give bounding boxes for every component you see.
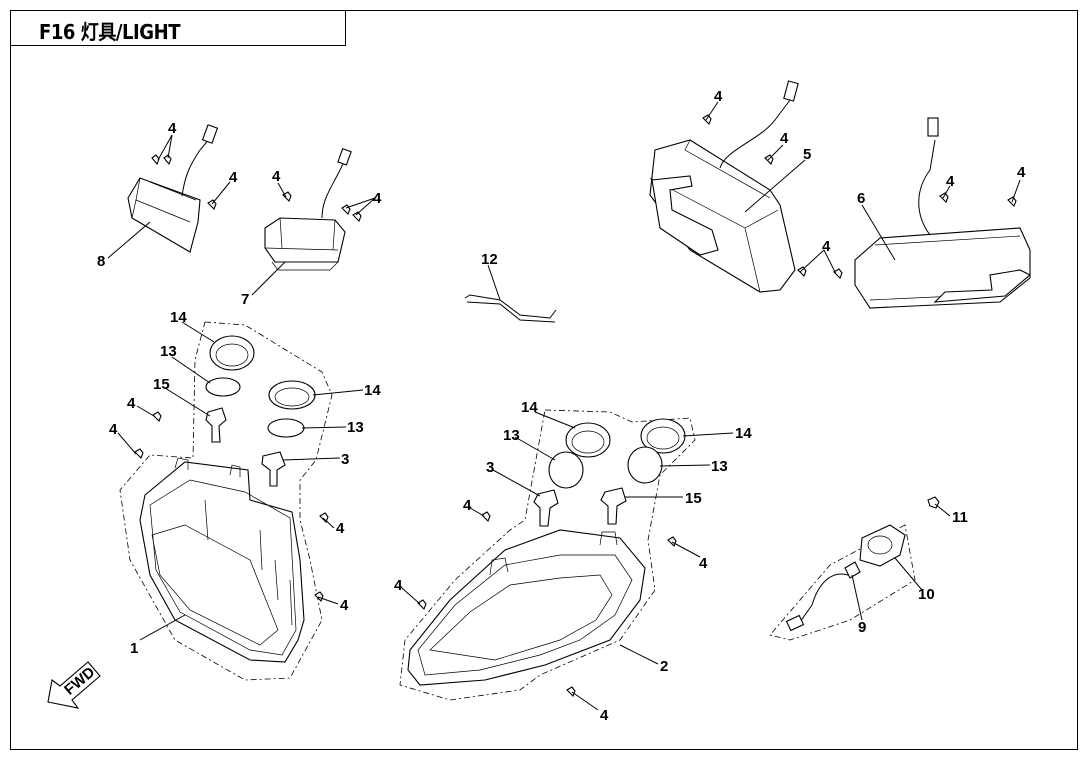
callout-2: 2: [660, 658, 668, 675]
part-8-light: [127, 124, 219, 253]
part-6-headlight: [833, 117, 1031, 309]
callout-13: 13: [711, 458, 728, 475]
fwd-arrow: FWD: [47, 661, 101, 709]
callout-6: 6: [857, 190, 865, 207]
callout-4: 4: [229, 169, 238, 186]
callout-5: 5: [803, 146, 811, 163]
part-12-bracket: [464, 294, 557, 323]
callout-14: 14: [521, 399, 538, 416]
callout-3: 3: [341, 451, 349, 468]
callout-4: 4: [463, 497, 472, 514]
drawing-frame: [10, 10, 1078, 750]
callout-4: 4: [394, 577, 403, 594]
callout-4: 4: [600, 707, 609, 724]
callout-4: 4: [822, 238, 831, 255]
callout-15: 15: [685, 490, 702, 507]
part-1-headlight-assembly: [119, 321, 333, 681]
callout-4: 4: [780, 130, 789, 147]
leader-lines: [107, 101, 1021, 711]
callout-11: 11: [952, 509, 968, 526]
part-2-headlight-assembly: [399, 409, 696, 701]
callout-4: 4: [340, 597, 349, 614]
callout-4: 4: [168, 120, 177, 137]
callout-13: 13: [160, 343, 177, 360]
callout-13: 13: [503, 427, 520, 444]
callout-4: 4: [373, 190, 382, 207]
callout-1: 1: [130, 640, 138, 657]
callout-14: 14: [170, 309, 187, 326]
callout-labels: 4 4 8 4 4 7 12 4 4 5 4 6 4 4 14 13 15 4 …: [97, 88, 1026, 724]
part-7-light: [264, 148, 362, 271]
callout-7: 7: [241, 291, 249, 308]
part-10-lamp-assembly: [769, 496, 940, 641]
callout-9: 9: [858, 619, 866, 636]
callout-15: 15: [153, 376, 170, 393]
callout-12: 12: [481, 251, 498, 268]
callout-13: 13: [347, 419, 364, 436]
callout-3: 3: [486, 459, 494, 476]
callout-8: 8: [97, 253, 105, 270]
callout-4: 4: [699, 555, 708, 572]
callout-4: 4: [109, 421, 118, 438]
callout-4: 4: [1017, 164, 1026, 181]
callout-4: 4: [127, 395, 136, 412]
title-box: F16 灯具/LIGHT: [10, 10, 346, 46]
callout-4: 4: [714, 88, 723, 105]
callout-4: 4: [336, 520, 345, 537]
callout-4: 4: [272, 168, 281, 185]
callout-4: 4: [946, 173, 955, 190]
callout-10: 10: [918, 586, 935, 603]
part-5-headlight: [649, 80, 807, 293]
callout-14: 14: [735, 425, 752, 442]
callout-14: 14: [364, 382, 381, 399]
page-title: F16 灯具/LIGHT: [39, 20, 181, 44]
